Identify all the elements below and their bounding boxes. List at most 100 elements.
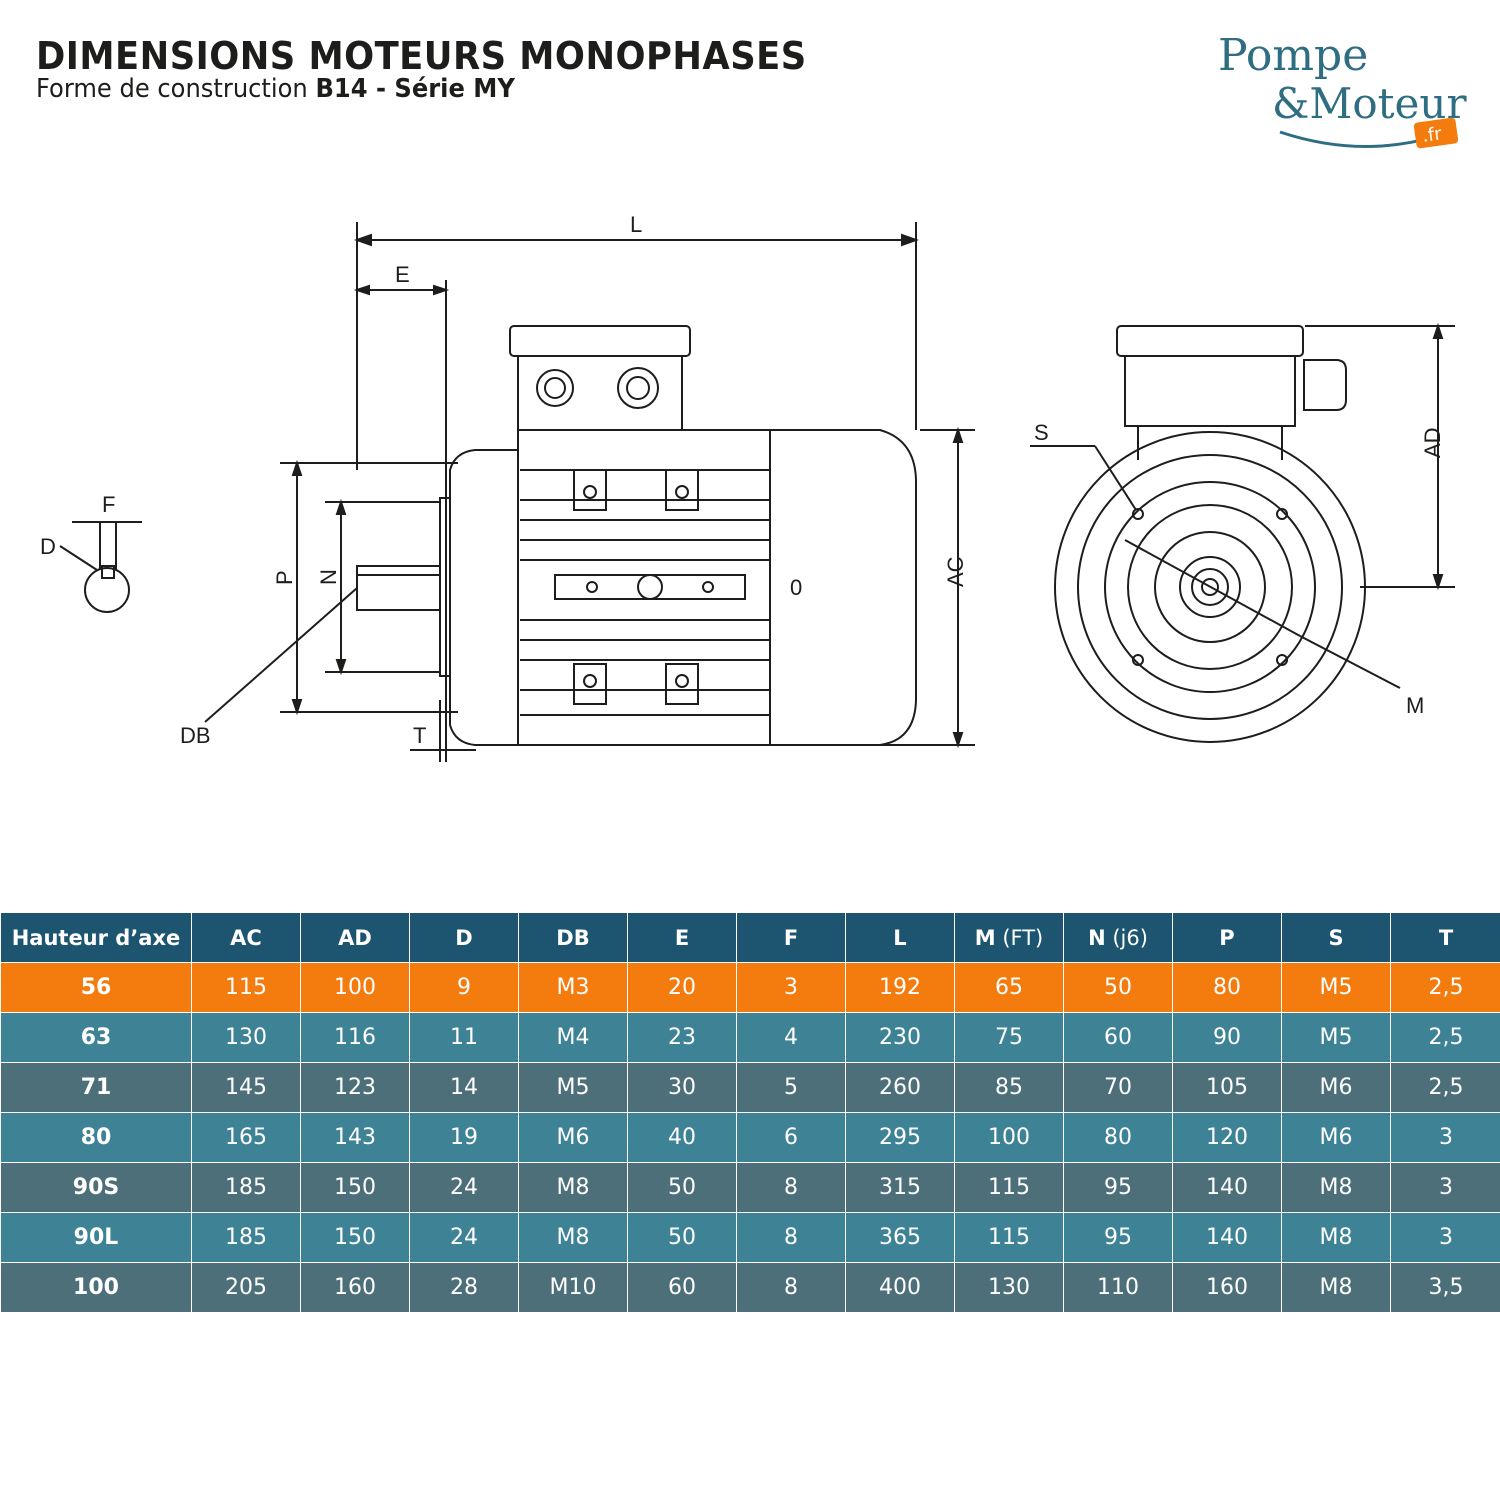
table-cell: M6 bbox=[1281, 1112, 1391, 1163]
subtitle-series: Série MY bbox=[394, 74, 515, 104]
table-cell: 3 bbox=[1390, 1162, 1500, 1213]
table-cell: 115 bbox=[191, 962, 301, 1013]
table-cell: 14 bbox=[409, 1062, 519, 1113]
table-cell: 143 bbox=[300, 1112, 410, 1163]
table-cell: 185 bbox=[191, 1162, 301, 1213]
table-cell: 130 bbox=[954, 1262, 1064, 1313]
table-cell: 100 bbox=[954, 1112, 1064, 1163]
table-cell: 50 bbox=[1063, 962, 1173, 1013]
label-M: M bbox=[1406, 693, 1424, 718]
col-header: DB bbox=[518, 912, 628, 963]
table-cell: 230 bbox=[845, 1012, 955, 1063]
table-cell: 80 bbox=[1172, 962, 1282, 1013]
table-cell: 400 bbox=[845, 1262, 955, 1313]
table-cell: 90 bbox=[1172, 1012, 1282, 1063]
logo-line2: &Moteur bbox=[1272, 79, 1467, 128]
table-cell: M8 bbox=[518, 1212, 628, 1263]
table-cell: 4 bbox=[736, 1012, 846, 1063]
table-cell: 365 bbox=[845, 1212, 955, 1263]
col-header: S bbox=[1281, 912, 1391, 963]
table-cell: 100 bbox=[0, 1262, 192, 1313]
page-title: DIMENSIONS MOTEURS MONOPHASES bbox=[36, 34, 807, 78]
table-cell: 9 bbox=[409, 962, 519, 1013]
table-cell: M8 bbox=[518, 1162, 628, 1213]
col-header: P bbox=[1172, 912, 1282, 963]
label-DB: DB bbox=[180, 723, 211, 748]
col-header: E bbox=[627, 912, 737, 963]
table-cell: 70 bbox=[1063, 1062, 1173, 1113]
table-cell: 5 bbox=[736, 1062, 846, 1113]
table-cell: 11 bbox=[409, 1012, 519, 1063]
table-cell: 130 bbox=[191, 1012, 301, 1063]
table-cell: 165 bbox=[191, 1112, 301, 1163]
table-cell: 19 bbox=[409, 1112, 519, 1163]
table-cell: 30 bbox=[627, 1062, 737, 1113]
table-cell: M10 bbox=[518, 1262, 628, 1313]
table-cell: 2,5 bbox=[1390, 962, 1500, 1013]
table-cell: 24 bbox=[409, 1212, 519, 1263]
table-cell: 205 bbox=[191, 1262, 301, 1313]
table-cell: 85 bbox=[954, 1062, 1064, 1113]
table-header-row: Hauteur d’axe AC AD D DB E F L M (FT) N … bbox=[0, 912, 1500, 963]
table-cell: 192 bbox=[845, 962, 955, 1013]
table-cell: 23 bbox=[627, 1012, 737, 1063]
col-header: Hauteur d’axe bbox=[0, 912, 192, 963]
table-cell: 140 bbox=[1172, 1212, 1282, 1263]
table-cell: 50 bbox=[627, 1212, 737, 1263]
table-cell: 105 bbox=[1172, 1062, 1282, 1113]
table-cell: 40 bbox=[627, 1112, 737, 1163]
table-cell: 80 bbox=[0, 1112, 192, 1163]
table-cell: 295 bbox=[845, 1112, 955, 1163]
table-cell: 90S bbox=[0, 1162, 192, 1213]
table-cell: 8 bbox=[736, 1262, 846, 1313]
table-cell: M5 bbox=[1281, 962, 1391, 1013]
table-cell: 3 bbox=[736, 962, 846, 1013]
table-cell: 145 bbox=[191, 1062, 301, 1113]
table-cell: 90L bbox=[0, 1212, 192, 1263]
motor-technical-drawing: L E F D P N DB T 0 AC AD S M bbox=[40, 212, 1455, 762]
table-cell: M8 bbox=[1281, 1212, 1391, 1263]
pompe-moteur-logo: Pompe &Moteur .fr bbox=[1218, 30, 1467, 149]
label-AD: AD bbox=[1420, 427, 1445, 458]
table-cell: 80 bbox=[1063, 1112, 1173, 1163]
label-zero: 0 bbox=[790, 575, 802, 600]
table-cell: 110 bbox=[1063, 1262, 1173, 1313]
label-F: F bbox=[102, 492, 115, 517]
table-cell: 116 bbox=[300, 1012, 410, 1063]
logo-line1: Pompe bbox=[1218, 30, 1368, 81]
label-AC: AC bbox=[943, 556, 968, 587]
table-cell: 2,5 bbox=[1390, 1012, 1500, 1063]
table-cell: 50 bbox=[627, 1162, 737, 1213]
subtitle-bold: B14 - bbox=[315, 74, 395, 104]
col-header: AC bbox=[191, 912, 301, 963]
table-cell: 24 bbox=[409, 1162, 519, 1213]
table-cell: 75 bbox=[954, 1012, 1064, 1063]
table-cell: 123 bbox=[300, 1062, 410, 1113]
table-cell: 65 bbox=[954, 962, 1064, 1013]
table-cell: 2,5 bbox=[1390, 1062, 1500, 1113]
table-cell: M5 bbox=[1281, 1012, 1391, 1063]
table-cell: 120 bbox=[1172, 1112, 1282, 1163]
table-cell: M6 bbox=[518, 1112, 628, 1163]
label-P: P bbox=[272, 570, 297, 585]
logo-tld: .fr bbox=[1421, 123, 1444, 147]
table-cell: 160 bbox=[1172, 1262, 1282, 1313]
table-cell: 150 bbox=[300, 1212, 410, 1263]
table-cell: M6 bbox=[1281, 1062, 1391, 1113]
table-cell: 63 bbox=[0, 1012, 192, 1063]
table-cell: 28 bbox=[409, 1262, 519, 1313]
col-header: D bbox=[409, 912, 519, 963]
label-T: T bbox=[413, 723, 426, 748]
table-cell: 3 bbox=[1390, 1212, 1500, 1263]
label-L: L bbox=[630, 212, 642, 237]
col-header: N (j6) bbox=[1063, 912, 1173, 963]
dimensions-table: Hauteur d’axe AC AD D DB E F L M (FT) N … bbox=[0, 912, 1500, 1313]
table-cell: 95 bbox=[1063, 1212, 1173, 1263]
table-cell: 8 bbox=[736, 1162, 846, 1213]
table-cell: 160 bbox=[300, 1262, 410, 1313]
